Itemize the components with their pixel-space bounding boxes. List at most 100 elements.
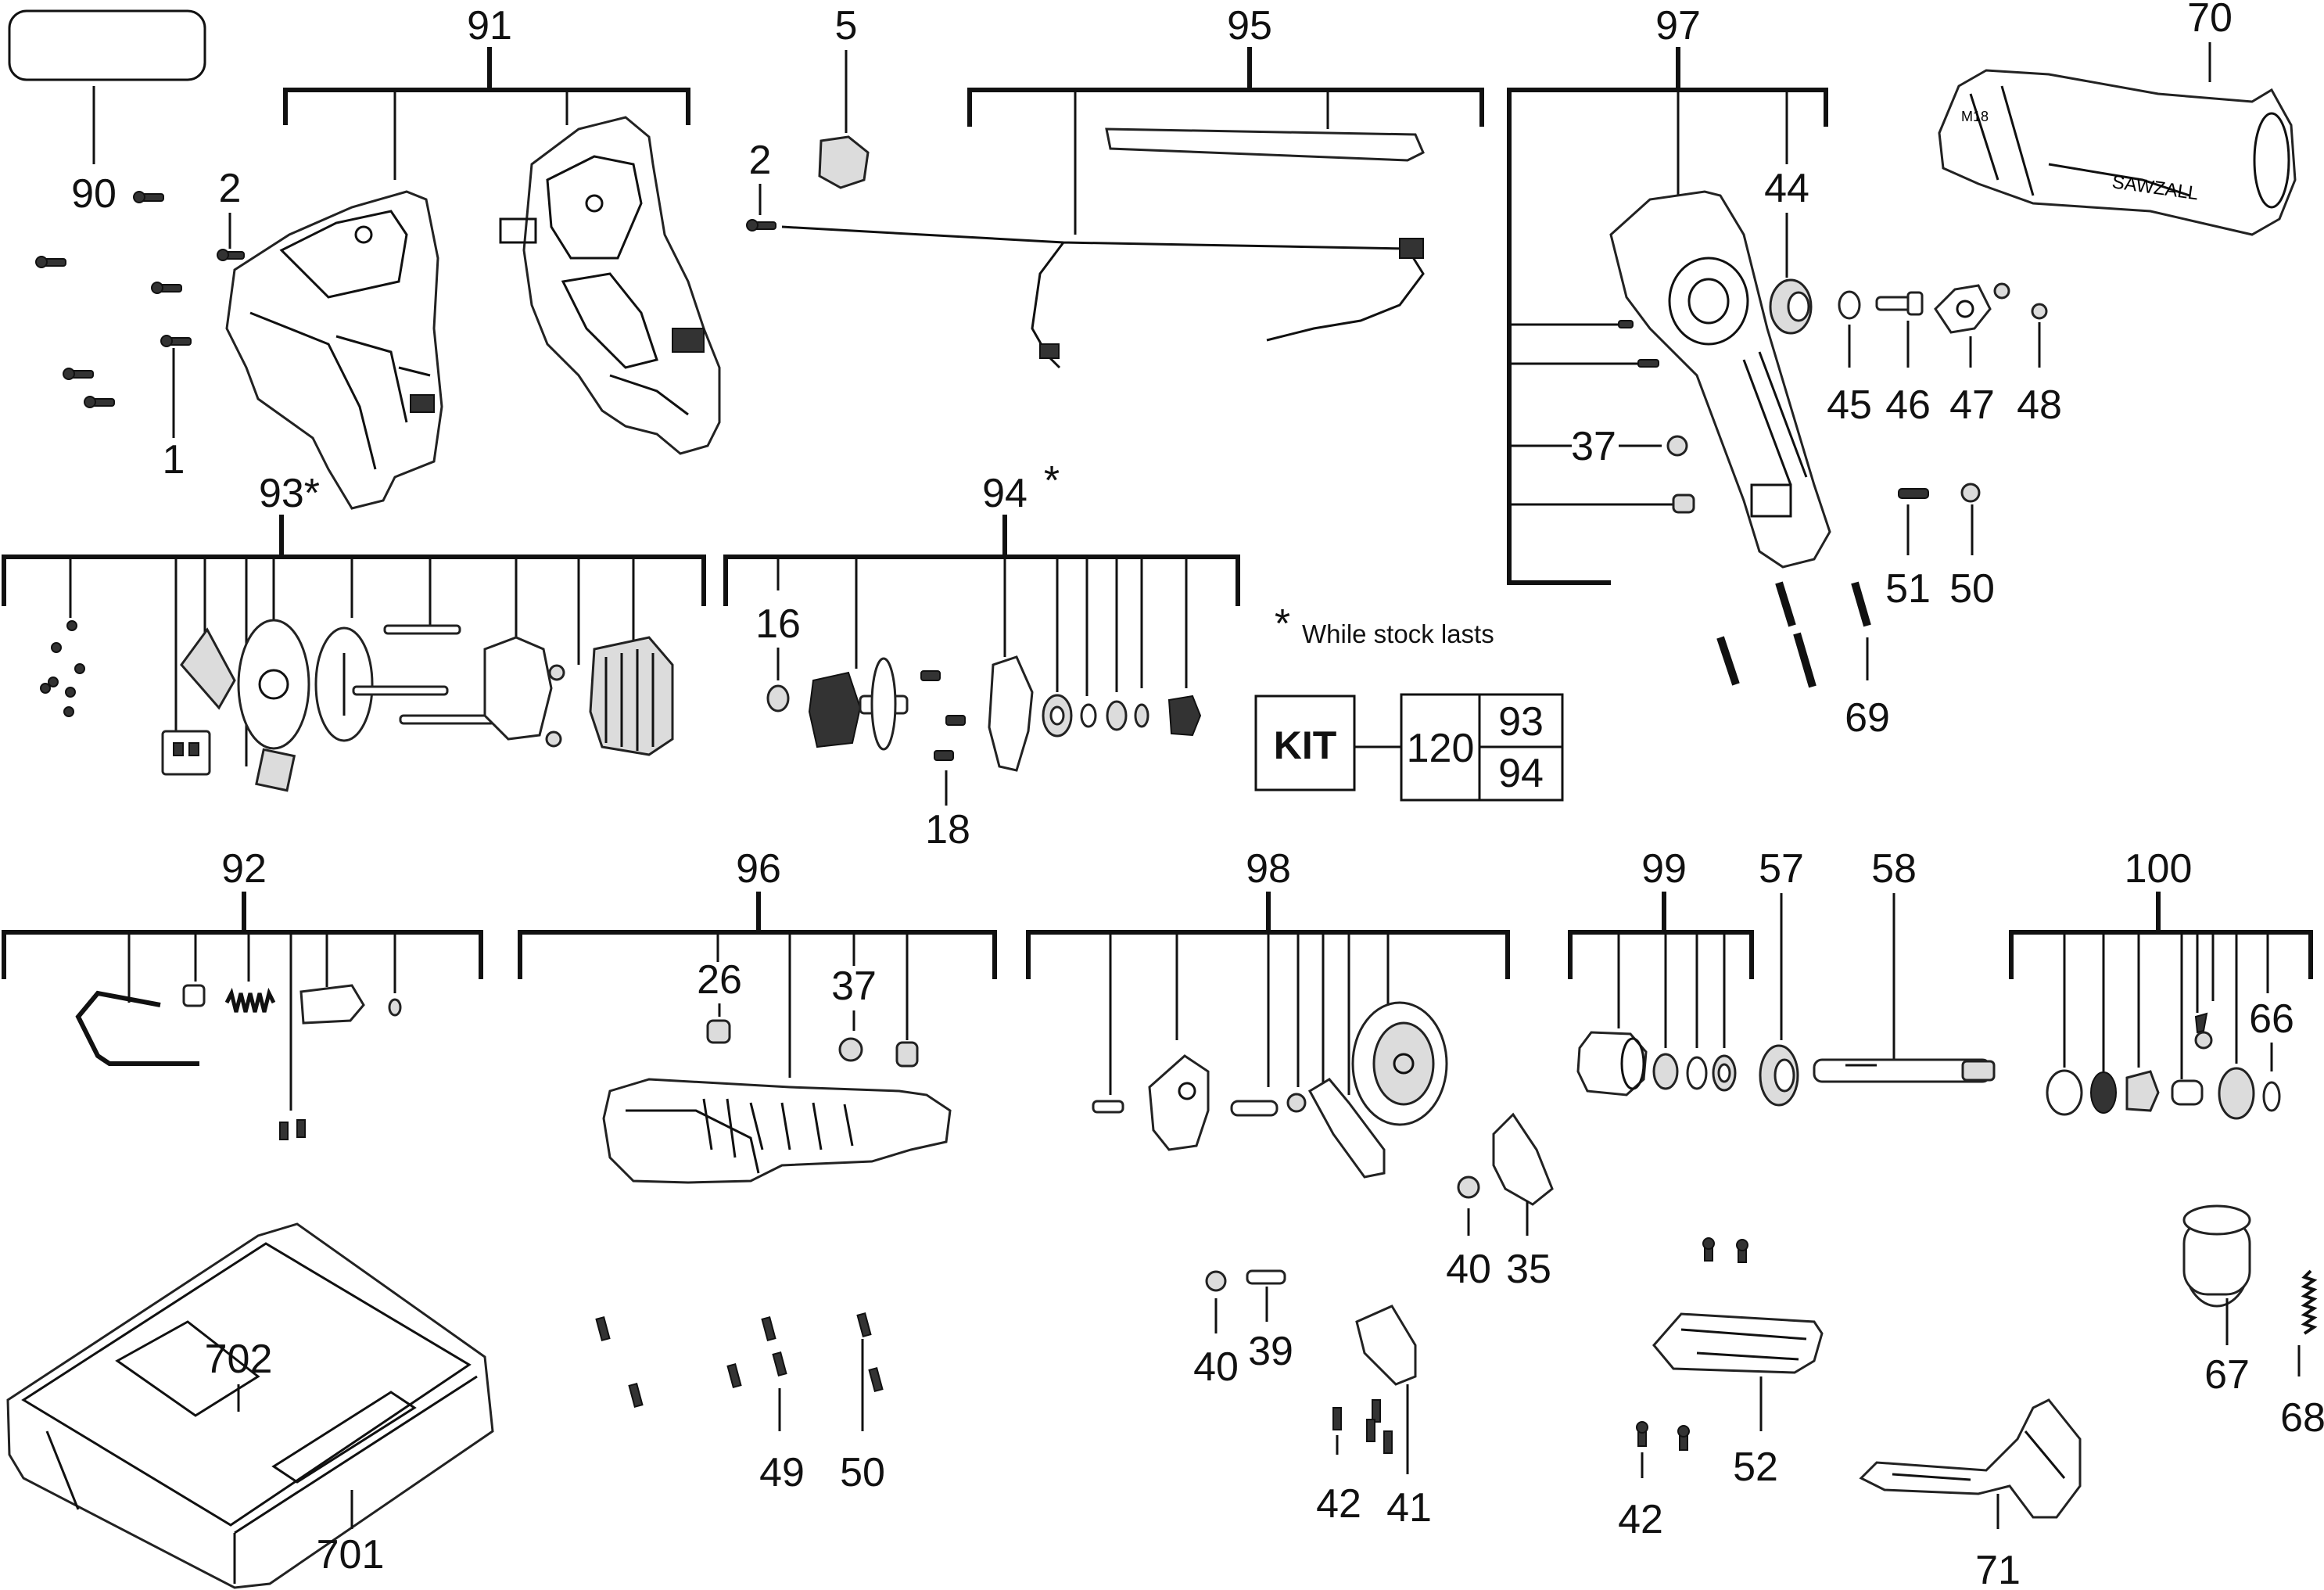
bushing-99: [1576, 1031, 1648, 1096]
kit-part-94: 94: [1498, 751, 1544, 796]
blank-label-box: [8, 9, 206, 81]
part-label-94: 94: [982, 471, 1028, 516]
grip-boot: [1938, 69, 2297, 236]
stock-note-text: While stock lasts: [1302, 619, 1494, 648]
part-label-69: 69: [1845, 695, 1890, 741]
screw-set-52: [1702, 1237, 1748, 1263]
collar-100: [2218, 1067, 2255, 1120]
spring-100: [2090, 1071, 2117, 1114]
pin-46: [1875, 296, 1913, 311]
latch-92: [299, 984, 365, 1025]
part-label-99: 99: [1641, 846, 1687, 892]
part-label-66: 66: [2249, 996, 2294, 1042]
screw-set-49-50: [595, 1312, 884, 1409]
washer-45: [1838, 290, 1861, 320]
stator-93: [589, 636, 674, 756]
gear-cover-96: [602, 1078, 952, 1184]
bearing-16: [766, 684, 790, 712]
part-label-702: 702: [205, 1337, 273, 1382]
screw-set-93: [40, 620, 85, 717]
link-arm-98: [1307, 1078, 1386, 1179]
screw-set-1: [35, 191, 245, 408]
spring-51: [1898, 488, 1929, 499]
guide-41: [1355, 1305, 1417, 1386]
part-label-18: 18: [925, 807, 970, 852]
switch-module: [161, 730, 211, 776]
shoe-bracket-52: [1652, 1312, 1824, 1374]
trigger-lock-part: [818, 135, 870, 189]
part-label-5: 5: [835, 3, 858, 48]
part-label-40-left: 40: [1193, 1344, 1239, 1390]
part-label-16: 16: [755, 601, 801, 647]
part-label-57: 57: [1759, 846, 1804, 892]
wire-harness: [781, 225, 1425, 369]
part-label-37-bottom: 37: [831, 964, 877, 1009]
housing-half-right: [522, 116, 721, 455]
bracket-93: [483, 636, 553, 741]
part-label-26: 26: [697, 957, 742, 1003]
part-label-92: 92: [221, 846, 267, 892]
part-label-51: 51: [1885, 566, 1931, 612]
screw-set-69: [1716, 581, 1871, 688]
pin-98: [1092, 1100, 1124, 1114]
spring-68: [2301, 1269, 2318, 1335]
part-label-68: 68: [2280, 1395, 2324, 1441]
fan-94: [988, 655, 1034, 772]
gear-housing: [1609, 190, 1831, 569]
part-label-41: 41: [1386, 1485, 1432, 1531]
spring-92: [224, 987, 276, 1013]
part-label-42-left: 42: [1316, 1481, 1361, 1527]
part-label-50-bottom: 50: [840, 1450, 885, 1495]
circuit-board: [237, 619, 310, 750]
m18-logo-text: M18: [1961, 109, 1989, 124]
housing-half-left: [225, 190, 443, 510]
part-label-71: 71: [1975, 1548, 2021, 1590]
shoe-71: [1859, 1398, 2082, 1519]
cam-98: [1148, 1054, 1210, 1151]
part-label-1: 1: [163, 437, 185, 483]
blade-clamp-35: [1492, 1112, 1554, 1206]
screw-set-42-41: [1332, 1399, 1393, 1454]
part-label-46: 46: [1885, 382, 1931, 428]
kit-title: KIT: [1274, 723, 1337, 767]
part-label-48: 48: [2017, 382, 2062, 428]
part-label-94-star: *: [1044, 458, 1060, 504]
part-label-47: 47: [1949, 382, 1995, 428]
pinion-94: [1167, 695, 1202, 737]
part-label-100: 100: [2125, 846, 2193, 892]
part-label-97: 97: [1655, 3, 1701, 48]
rotor-94: [808, 671, 862, 748]
part-label-70: 70: [2187, 0, 2233, 41]
part-label-45: 45: [1827, 382, 1872, 428]
carry-case: [6, 1222, 494, 1589]
part-label-37-housing: 37: [1571, 424, 1616, 469]
switch-board: [180, 627, 236, 710]
part-label-49: 49: [759, 1450, 805, 1495]
part-label-58: 58: [1871, 846, 1917, 892]
wire-guide-rail: [1105, 127, 1425, 162]
part-label-39: 39: [1248, 1329, 1293, 1374]
part-label-98: 98: [1246, 846, 1291, 892]
part-label-50-housing: 50: [1949, 566, 1995, 612]
part-label-95: 95: [1227, 3, 1272, 48]
release-lever-wire: [75, 990, 199, 1066]
part-label-96: 96: [736, 846, 781, 892]
part-label-40-right: 40: [1446, 1247, 1491, 1292]
part-label-67: 67: [2204, 1352, 2250, 1398]
part-label-93: 93*: [259, 471, 320, 516]
part-label-91: 91: [467, 3, 512, 48]
part-label-42-right: 42: [1618, 1497, 1663, 1542]
plate-47: [1934, 284, 1992, 334]
part-label-52: 52: [1733, 1445, 1778, 1490]
sleeve-100: [2046, 1069, 2083, 1116]
part-label-2-left: 2: [219, 166, 242, 211]
kit-number: 120: [1407, 726, 1475, 771]
part-label-35: 35: [1506, 1247, 1551, 1292]
kit-part-93: 93: [1498, 699, 1544, 745]
part-label-44: 44: [1764, 166, 1809, 211]
part-label-701: 701: [317, 1532, 385, 1577]
part-label-2-right: 2: [749, 138, 772, 183]
part-label-90: 90: [71, 171, 117, 217]
stock-note-star: *: [1275, 601, 1290, 647]
